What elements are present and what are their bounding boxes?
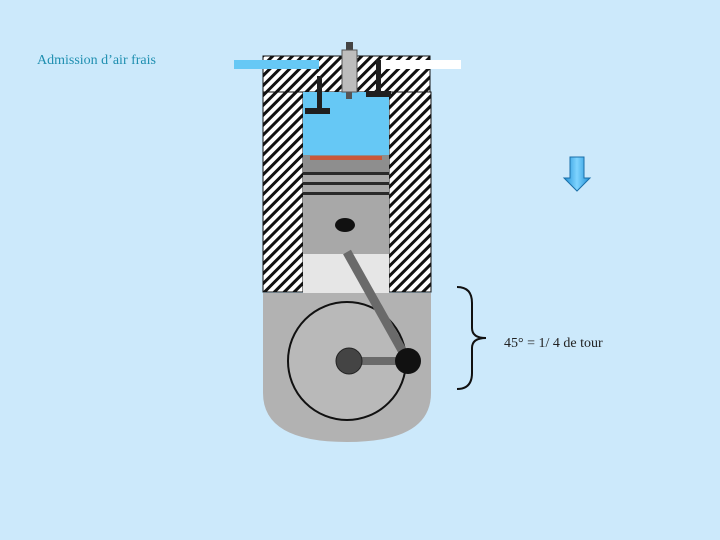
piston [303, 155, 389, 254]
cylinder-bore-lower [303, 254, 389, 293]
spark-plug [341, 42, 358, 99]
exhaust-valve [366, 60, 391, 97]
piston-crown [310, 156, 382, 160]
crank-pin [395, 348, 421, 374]
wrist-pin [335, 218, 355, 232]
connecting-rod [343, 249, 412, 364]
crankshaft [335, 347, 363, 375]
arrow-down-icon [562, 156, 592, 192]
piston-ring-2 [303, 182, 389, 185]
intake-port [234, 60, 319, 69]
piston-ring-3 [303, 192, 389, 195]
curly-brace-icon [456, 286, 487, 390]
intake-label: Admission d’air frais [37, 53, 156, 68]
cylinder-wall-left [262, 91, 304, 293]
intake-valve [305, 76, 330, 114]
angle-label: 45° = 1/ 4 de tour [504, 336, 603, 351]
exhaust-port [380, 60, 461, 69]
piston-ring-1 [303, 172, 389, 175]
fresh-air-chamber [303, 92, 389, 155]
cylinder-wall-right [388, 91, 432, 293]
